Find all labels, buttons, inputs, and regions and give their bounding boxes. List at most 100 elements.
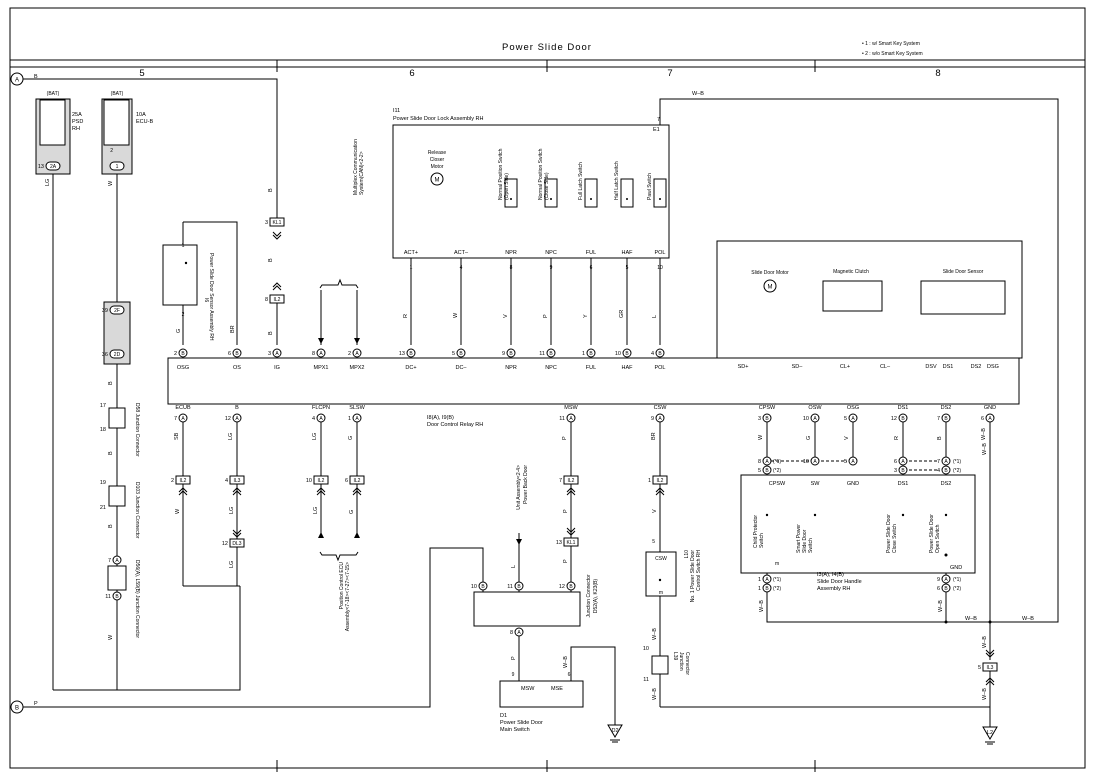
lock-switch-dot (659, 198, 661, 200)
chevron-up-icon (232, 490, 242, 496)
relay-bottom-terminal: CPSW (759, 405, 776, 411)
l39-pin2: 11 (643, 677, 649, 683)
junction-d103-pin: 19 (100, 480, 106, 486)
d52-pin-circle (514, 581, 524, 591)
fuse-psd-bat: (BAT) (47, 91, 60, 97)
main-switch-id: D1 (500, 713, 507, 719)
relay-bottom-terminal: ECUB (175, 405, 191, 411)
wire-wb (570, 646, 616, 725)
sensor-i6-switch-dot (184, 261, 188, 265)
handle-m: m (775, 561, 779, 567)
fuse-psd-name: PSD (72, 119, 83, 125)
page-title: Power Slide Door (502, 42, 592, 53)
lock-motor-icon (430, 172, 444, 186)
ground-d2-label: D2 (611, 728, 618, 734)
lock-pin: 6 (590, 265, 593, 271)
wire-color: G (348, 436, 354, 440)
junction-d56-pin-b-number: 11 (105, 594, 111, 600)
wire-color: Y (583, 314, 589, 318)
connector-kl1-id: KL1 (567, 540, 576, 546)
relay-top-pin-number: 11 (539, 351, 545, 357)
relay-top-pin-letter: B (625, 351, 629, 357)
fuse-psd-conn-id: 2A (50, 164, 57, 170)
d52-pin-circle (478, 581, 488, 591)
relay-top-pin-circle (352, 348, 362, 358)
lock-pin: 1 (410, 265, 413, 271)
d52-bottom-pin-letter: A (517, 630, 521, 636)
handle-pin-circle (941, 583, 951, 593)
handle-pin-letter: B (901, 468, 905, 474)
handle-switch-name: Power Slide Door (886, 514, 892, 553)
chevron-up-icon (272, 285, 282, 291)
handle-pin-circle (941, 465, 951, 475)
handle-switch-name: Power Slide Door (929, 514, 935, 553)
lock-e1-pin: 7 (657, 117, 660, 123)
relay-bottom-pin-number: 9 (651, 416, 654, 422)
connector-kl1-id: KL1 (273, 220, 282, 226)
handle-switch-name: Child Protector (753, 515, 759, 548)
relay-bottom-pin-letter: A (181, 416, 185, 422)
connector-dl3-box (229, 538, 245, 548)
wire-color: W (453, 312, 459, 318)
wire-color-lg: LG (229, 507, 235, 514)
handle-pin-number: 9 (937, 577, 940, 583)
l39-box (651, 655, 669, 675)
wire-color: R (403, 314, 409, 318)
magnetic-clutch-box (822, 280, 883, 312)
column-number: 8 (935, 68, 940, 79)
motor-terminal: DSG (987, 364, 999, 370)
fuse-ecub-conn-id: 1 (116, 164, 119, 170)
fuse-psd-conn-oval (45, 161, 61, 171)
wire-color: BR (651, 432, 657, 440)
back-door-label-2: Unit Assembly<2-4> (516, 465, 522, 510)
handle-pin-number: 10 (803, 459, 809, 465)
lock-pin: 10 (657, 265, 663, 271)
ref-a-wire (23, 78, 278, 222)
connector-il2-id: IL2 (274, 297, 281, 303)
wire-color-wb: W–B (759, 600, 765, 612)
wire-color-wb: W–B (982, 443, 988, 455)
fuse-psd-rating: 25A (72, 112, 82, 118)
handle-pin-circle (762, 465, 772, 475)
ref-a-wire-color: B (34, 74, 38, 80)
lock-pin: 9 (550, 265, 553, 271)
handle-pin-tag: (*1) (773, 459, 781, 465)
junction-d56-pin-a-letter: A (115, 558, 119, 564)
relay-bottom-pin-number: 3 (758, 416, 761, 422)
wire-color-w: W (175, 508, 181, 514)
slide-door-sensor-name: Slide Door Sensor (943, 269, 984, 275)
relay-top-pin-letter: A (275, 351, 279, 357)
ground-l2-label: L2 (987, 730, 993, 736)
wire-color: R (894, 436, 900, 440)
junction-d103-pin2: 21 (100, 505, 106, 511)
connector-il2-id: IL2 (657, 478, 664, 484)
chevron-up-icon (272, 282, 282, 288)
wire-color-b: B (268, 258, 274, 262)
arrow-down-icon (354, 338, 360, 344)
pos-ecu-label-2: Assembly<7-18><7-27><7-15> (345, 562, 351, 631)
relay-bottom-pin-circle (566, 413, 576, 423)
ref-b-wire (23, 547, 484, 708)
chevron-down-icon (985, 652, 995, 658)
handle-switch-name: Open Switch (935, 524, 941, 553)
wire-color: V (844, 436, 850, 440)
l39-name: Junction (678, 652, 684, 671)
wire-color: SB (174, 432, 180, 440)
relay-top-pin-letter: B (509, 351, 513, 357)
connector-il2-number: 1 (648, 478, 651, 484)
relay-bottom-terminal: DS2 (941, 405, 952, 411)
chevron-up-icon (232, 487, 242, 493)
wire-color-g: G (349, 510, 355, 514)
motor-terminal: DS1 (943, 364, 954, 370)
relay-bottom-pin-circle (655, 413, 665, 423)
fuse-ecub-box (103, 99, 130, 146)
relay-bottom-terminal: SLSW (349, 405, 365, 411)
wire-node (988, 620, 992, 624)
handle-gnd: GND (950, 565, 962, 571)
handle-switch-dot (813, 513, 817, 517)
relay-top-terminal: POL (654, 365, 665, 371)
handle-switch-name: Slide Door (802, 529, 808, 553)
lock-terminal-NPC: NPC (545, 250, 557, 256)
wire-color-b: B (108, 451, 114, 455)
chevron-down-icon (232, 529, 242, 535)
